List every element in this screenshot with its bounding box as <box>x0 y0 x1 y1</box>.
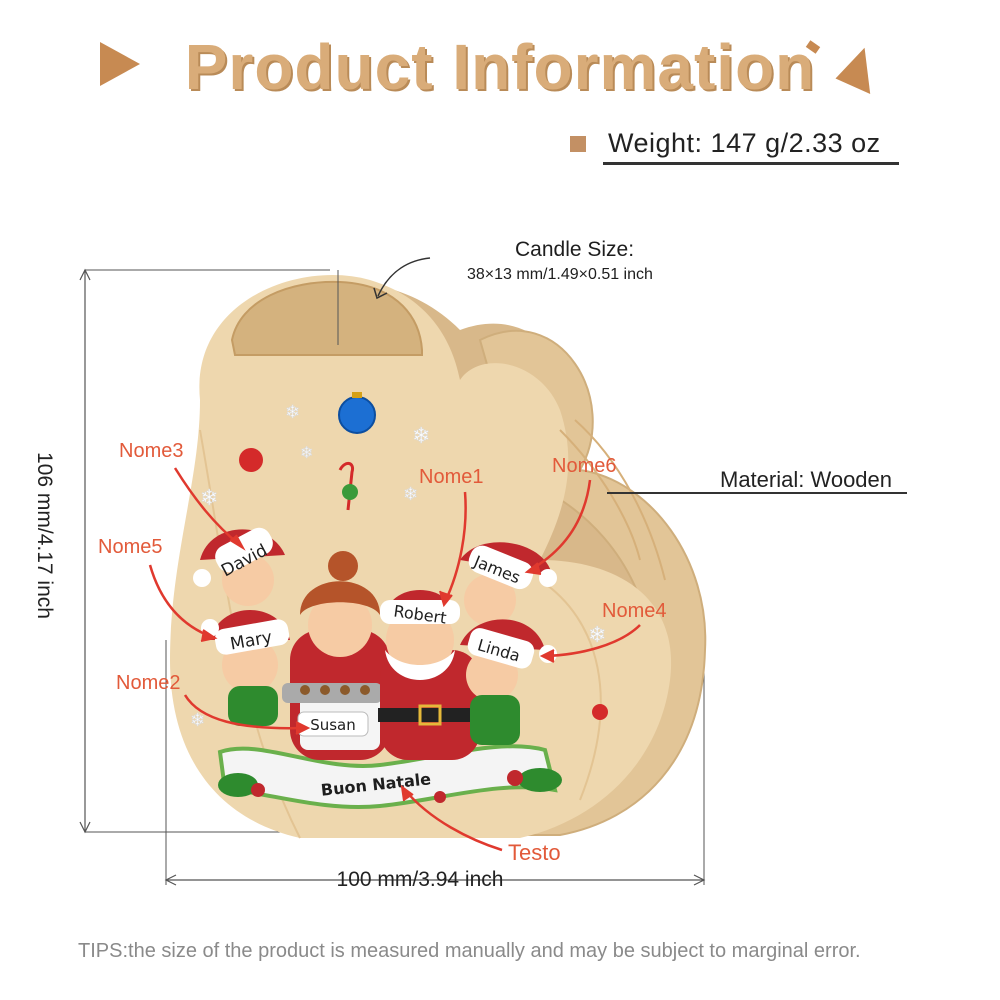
nome6-arrow-head-icon <box>524 562 542 575</box>
james-face <box>464 574 516 626</box>
width-arrow-right-icon <box>693 874 706 886</box>
weight-text: Weight: 147 g/2.33 oz <box>608 128 881 158</box>
nome2-arrow-line <box>183 694 306 730</box>
height-dimension-label: 106 mm/4.17 inch <box>33 452 56 619</box>
snowflake-icon: ❄ <box>412 424 430 449</box>
nome6-arrow-line <box>529 479 592 572</box>
tips-note: TIPS:the size of the product is measured… <box>78 940 861 962</box>
label-nome1: Nome1 <box>419 466 484 488</box>
nome3-arrow-head-icon <box>229 534 246 551</box>
weight-square-icon <box>570 135 586 152</box>
cookie-icon <box>320 685 330 695</box>
linda-body <box>470 695 520 745</box>
nome1-arrow-head-icon <box>439 590 453 608</box>
height-arrow-up-icon <box>79 268 91 281</box>
susan-hair-bun <box>328 551 358 581</box>
candle-size-title: Candle Size: <box>515 238 635 261</box>
holly-leaf-icon <box>518 768 562 792</box>
holly-leaf-icon <box>218 773 258 797</box>
linda-hat-band <box>467 628 535 669</box>
snowflake-icon: ❄ <box>200 486 218 511</box>
holly-berry-icon <box>507 770 523 786</box>
susan-name: Susan <box>310 716 356 734</box>
holly-berry-icon <box>251 783 265 797</box>
label-nome5: Nome5 <box>98 536 163 558</box>
snowflake-icon: ❄ <box>300 443 313 462</box>
snowflake-icon: ❄ <box>588 623 606 648</box>
david-pompom-icon <box>193 569 211 587</box>
label-testo: Testo <box>508 840 561 865</box>
snowflake-icon: ❄ <box>403 484 418 505</box>
material-underline <box>607 492 907 494</box>
nome2-arrow-head-icon <box>295 721 311 735</box>
label-nome4: Nome4 <box>602 600 667 622</box>
testo-arrow-line <box>404 789 503 852</box>
weight-row: Weight: 147 g/2.33 oz <box>570 128 881 159</box>
red-ornament-icon <box>239 448 263 472</box>
cookie-icon <box>340 685 350 695</box>
weight-underline <box>603 162 899 165</box>
material-text: Material: Wooden <box>720 467 893 492</box>
mary-body <box>228 686 278 726</box>
candle-size-value: 38×13 mm/1.49×0.51 inch <box>467 266 653 283</box>
blue-ornament-cap-icon <box>352 392 362 398</box>
label-nome2: Nome2 <box>116 672 181 694</box>
robert-belt <box>378 708 482 722</box>
red-ornament-small-icon <box>592 704 608 720</box>
page-title: Product Information <box>184 31 816 103</box>
robert-hat-band <box>380 600 460 624</box>
nome5-arrow-head-icon <box>200 629 218 642</box>
mary-hat-band <box>214 619 290 655</box>
candle-slot <box>230 280 423 356</box>
nome4-arrow-head-icon <box>539 649 555 663</box>
cookie-icon <box>360 685 370 695</box>
candy-cane-icon <box>338 462 355 511</box>
cookie-icon <box>300 685 310 695</box>
label-nome3: Nome3 <box>119 440 184 462</box>
nome4-arrow-line <box>544 624 641 658</box>
james-pompom-icon <box>539 569 557 587</box>
nome1-arrow-line <box>443 491 467 603</box>
candle-pointer-line <box>377 257 431 297</box>
james-hat-band <box>468 545 534 590</box>
robert-belt-buckle <box>418 704 442 726</box>
candle-pointer-arrow-icon <box>373 287 388 300</box>
testo-arrow-head-icon <box>400 784 414 802</box>
wood-grain-2 <box>539 579 602 801</box>
snowflake-icon: ❄ <box>190 710 205 731</box>
holly-leaf-icon <box>342 484 358 500</box>
nome5-arrow-line <box>148 564 213 639</box>
david-hat-band <box>215 527 273 573</box>
label-nome6: Nome6 <box>552 455 617 477</box>
blue-ornament-icon <box>338 396 376 434</box>
title-left-triangle-icon <box>100 42 140 86</box>
holly-berry-icon <box>434 791 446 803</box>
susan-face <box>308 593 372 657</box>
robert-beard <box>385 650 455 680</box>
wood-grain-3 <box>559 429 641 561</box>
height-arrow-down-icon <box>79 821 91 834</box>
width-dimension-label: 100 mm/3.94 inch <box>336 868 504 891</box>
width-arrow-left-icon <box>164 874 177 886</box>
snowflake-icon: ❄ <box>285 402 300 423</box>
susan-hair <box>300 581 380 615</box>
